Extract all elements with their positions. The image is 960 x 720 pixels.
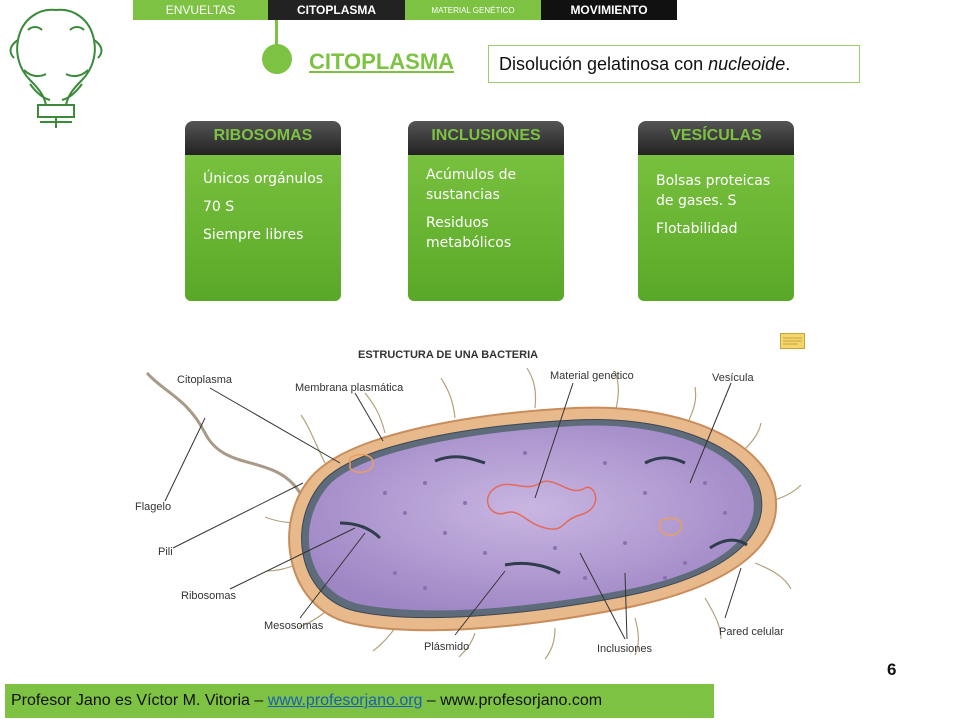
plasmid [659,517,683,536]
label-mesosomas: Mesosomas [264,620,324,632]
label-material-genetico: Material genético [550,370,634,382]
flagellum [145,371,302,494]
top-navigation: ENVUELTAS CITOPLASMA MATERIAL GENÉTICO M… [133,0,677,20]
card-line: Flotabilidad [656,221,738,237]
footer: Profesor Jano es Víctor M. Vitoria – www… [5,684,714,718]
footer-link[interactable]: www.profesorjano.org [267,692,423,709]
mesosome [504,561,561,575]
diagram-title: ESTRUCTURA DE UNA BACTERIA [358,349,538,361]
card-line: Residuos metabólicos [426,215,512,251]
tab-material-genetico[interactable]: MATERIAL GENÉTICO [405,0,541,20]
timeline-line [275,20,278,50]
tab-movimiento[interactable]: MOVIMIENTO [541,0,677,20]
card-body: Únicos orgánulos 70 S Siempre libres [185,151,341,301]
card-title: VESÍCULAS [638,121,794,155]
footer-suffix: – www.profesorjano.com [422,692,603,709]
label-vesicula: Vesícula [712,372,754,384]
card-body: Bolsas proteicas de gases. S Flotabilida… [638,151,794,301]
card-line: Bolsas proteicas de gases. S [656,173,771,209]
leader-lines [164,382,742,640]
label-pared-celular: Pared celular [719,626,784,638]
plasmid [349,453,374,473]
tab-envueltas[interactable]: ENVUELTAS [133,0,268,20]
label-citoplasma: Citoplasma [177,374,233,386]
label-ribosomas: Ribosomas [181,590,237,602]
janus-logo-icon [9,8,103,128]
tab-citoplasma[interactable]: CITOPLASMA [268,0,405,20]
label-inclusiones: Inclusiones [597,643,653,655]
bacteria-diagram: ESTRUCTURA DE UNA BACTERIA [135,349,802,660]
label-flagelo: Flagelo [135,501,171,513]
card-title: INCLUSIONES [408,121,564,155]
mesosome [434,455,486,465]
card-title: RIBOSOMAS [185,121,341,155]
ribosomes-dots [383,451,727,590]
card-body: Acúmulos de sustancias Residuos metabóli… [408,151,564,301]
card-line: Siempre libres [203,227,304,243]
note-icon[interactable] [780,333,805,349]
definition-box: Disolución gelatinosa con nucleoide. [488,45,860,83]
mesosome [644,456,686,465]
cytoplasm [308,425,754,611]
definition-text: Disolución gelatinosa con nucleoide. [499,53,791,74]
definition-emphasis: nucleoide [708,53,786,74]
card-line: Únicos orgánulos [203,171,324,187]
label-plasmido: Plásmido [424,641,469,653]
page-title[interactable]: CITOPLASMA [309,49,455,74]
label-membrana: Membrana plasmática [295,382,404,394]
mesosome [339,521,382,540]
page-number: 6 [887,660,897,679]
footer-prefix: Profesor Jano es Víctor M. Vitoria – [11,692,268,709]
mesosome [709,538,748,550]
label-pili: Pili [158,546,173,558]
card-line: Acúmulos de sustancias [426,167,517,203]
timeline-dot [262,44,292,74]
card-line: 70 S [203,199,235,215]
